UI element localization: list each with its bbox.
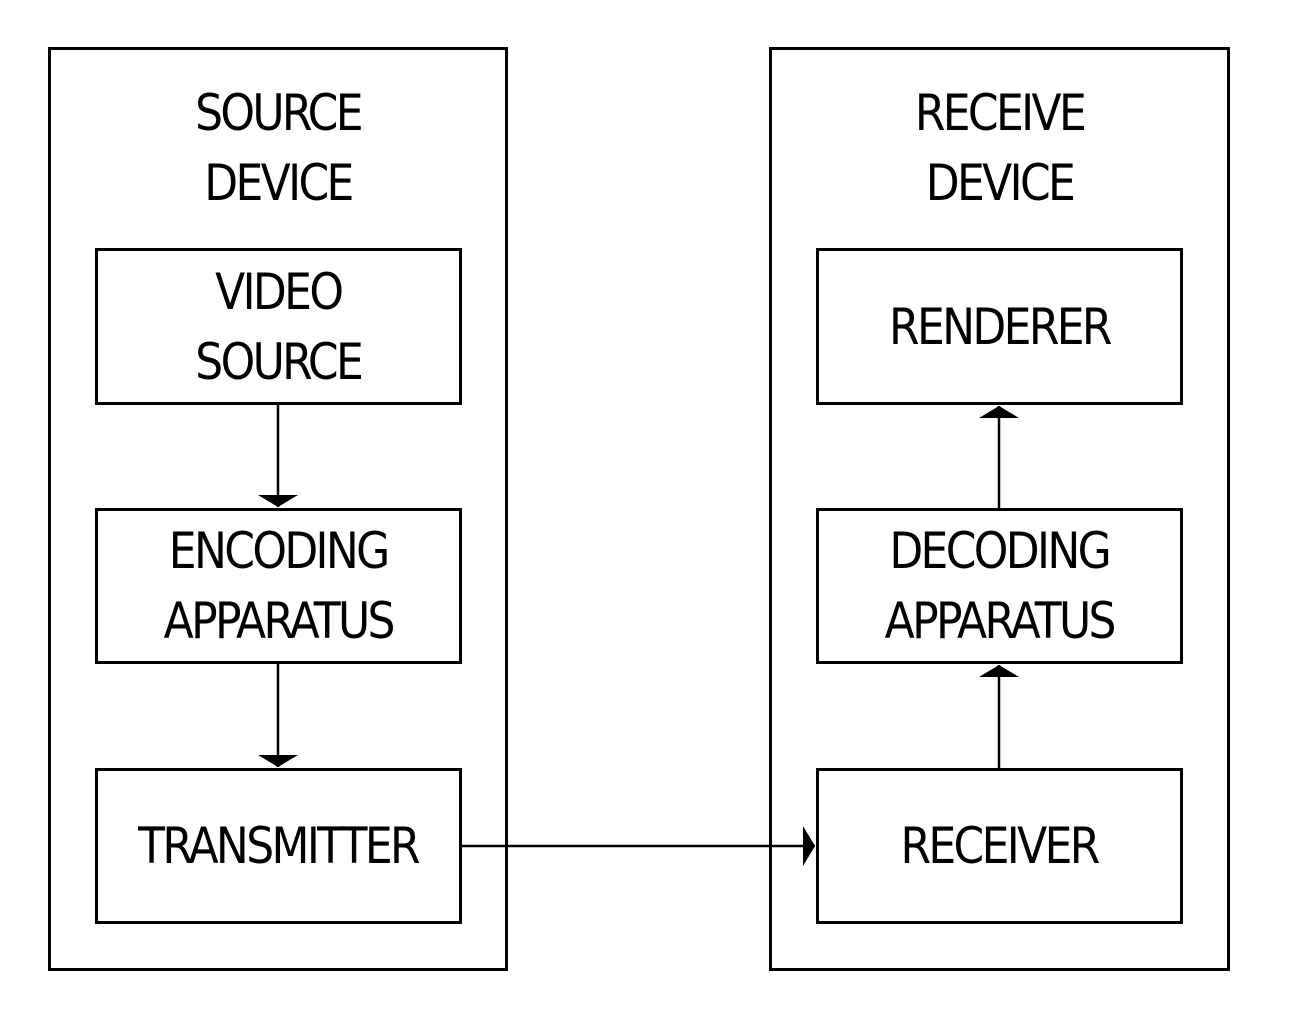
block-diagram: SOURCE DEVICE RECEIVE DEVICE VIDEO SOURC…	[0, 0, 1295, 1035]
connector-layer	[0, 0, 1295, 1035]
